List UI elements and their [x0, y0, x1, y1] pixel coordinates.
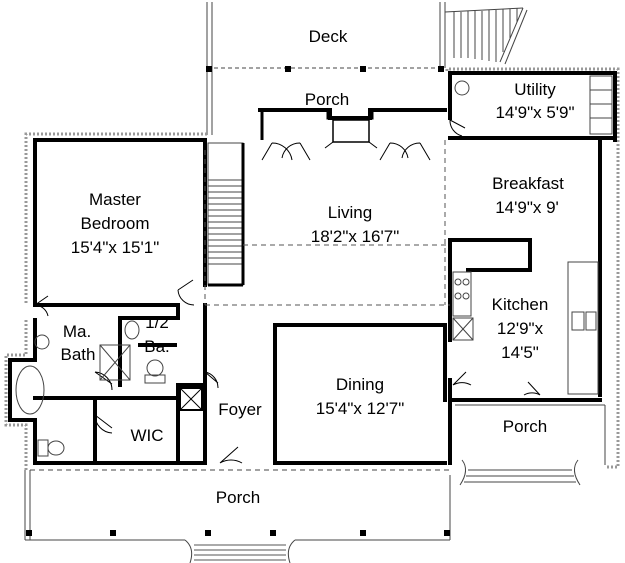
breakfast-size: 14'9"x 9' [495, 198, 559, 217]
deck-posts [206, 66, 444, 72]
master-bedroom-label-line1: Master [89, 190, 141, 209]
doors [34, 119, 541, 464]
kitchen-fixtures [452, 261, 599, 395]
main-stair [207, 142, 245, 287]
kitchen-size-line2: 14'5" [501, 343, 539, 362]
interior-walls [33, 188, 532, 465]
wic-label: WIC [130, 426, 164, 445]
half-bath-label-line2: Ba. [144, 337, 170, 356]
utility-fixtures [454, 75, 613, 135]
living-label: Living [327, 203, 373, 222]
side-porch [455, 404, 606, 486]
utility-label: Utility [514, 80, 556, 99]
kitchen-size-line1: 12'9"x [496, 319, 544, 338]
half-bath-label-line1: 1/2 [145, 313, 169, 332]
master-bath-label-line1: Ma. [62, 322, 92, 341]
breakfast-label: Breakfast [492, 174, 564, 193]
foyer-closet [179, 387, 203, 411]
utility-size: 14'9"x 5'9" [495, 103, 575, 122]
half-bath-fixtures [124, 320, 166, 384]
master-bedroom-size: 15'4"x 15'1" [70, 238, 160, 257]
deck-stairs [444, 7, 528, 65]
back-porch-frame [260, 110, 378, 149]
exterior-walls [8, 71, 617, 465]
back-porch-label: Porch [304, 90, 350, 109]
front-steps [194, 544, 286, 561]
master-bedroom-label-line2: Bedroom [80, 214, 150, 233]
dashed-boundaries [204, 140, 450, 306]
front-porch [24, 469, 451, 563]
deck-outline [206, 2, 446, 135]
deck-label: Deck [308, 27, 348, 46]
living-size: 18'2"x 16'7" [310, 227, 400, 246]
master-bath-label-line2: Bath [60, 345, 96, 364]
front-porch-label: Porch [215, 488, 261, 507]
dining-label: Dining [335, 375, 385, 394]
exterior-wall-hatch [4, 67, 620, 470]
dining-size: 15'4"x 12'7" [315, 399, 405, 418]
master-bath-fixtures [15, 334, 131, 457]
front-porch-posts [26, 530, 450, 536]
kitchen-label: Kitchen [491, 295, 549, 314]
foyer-label: Foyer [218, 400, 262, 419]
side-porch-label: Porch [502, 417, 548, 436]
